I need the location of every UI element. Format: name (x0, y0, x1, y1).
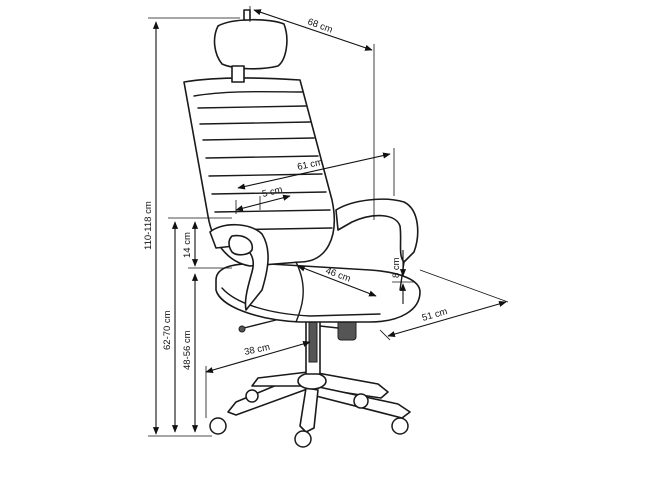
label-seat-height: 48-56 cm (182, 330, 193, 370)
armrest-left (209, 223, 269, 311)
dim-base-radius (205, 340, 311, 374)
dim-base-width (387, 300, 507, 338)
caster-front (294, 430, 312, 448)
dim-armrest-width (235, 194, 291, 212)
chair-casters (209, 389, 409, 448)
caster-left (209, 417, 227, 435)
chair-base (227, 371, 411, 433)
label-base-width: 51 cm (421, 306, 449, 324)
label-armrest-thickness: 8 cm (391, 257, 402, 278)
chair-headrest (213, 9, 288, 83)
label-base-radius: 38 cm (243, 342, 271, 358)
dimension-lines (148, 6, 509, 437)
dim-seat-width-total (237, 152, 391, 190)
label-overall-height: 110-118 cm (143, 201, 154, 250)
caster-right (391, 417, 409, 435)
caster-back-right (353, 393, 369, 409)
chair-drawing (183, 9, 421, 448)
label-armrest-above-seat: 14 cm (182, 232, 193, 258)
label-armrest-height: 62-70 cm (162, 310, 173, 350)
label-armrest-width: 5 cm (261, 184, 284, 200)
dim-depth-total (253, 9, 373, 51)
caster-back-left (245, 389, 259, 403)
label-seat-width-total: 61 cm (296, 157, 324, 173)
dim-seat-depth (297, 265, 377, 297)
